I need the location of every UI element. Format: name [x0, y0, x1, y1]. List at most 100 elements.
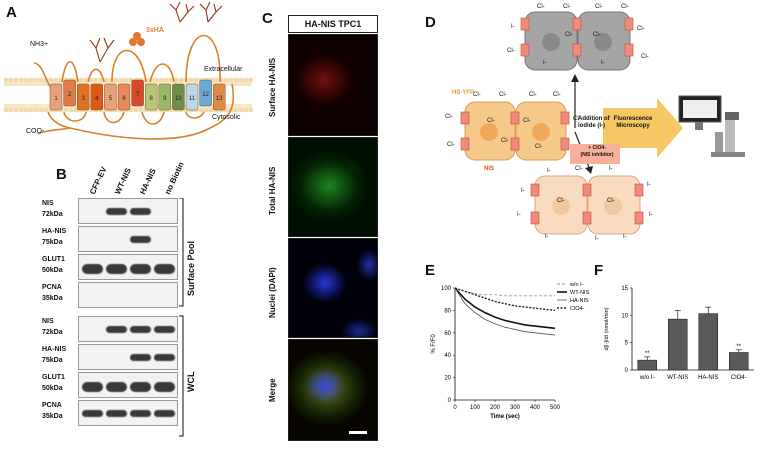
ion-label: I-	[545, 234, 549, 240]
micrograph-row-label: Nuclei (DAPI)	[268, 267, 277, 318]
tm-segment-label: 3	[82, 96, 86, 102]
blot-group-brackets	[179, 198, 184, 437]
surface-row-kda: 50kDa	[42, 267, 63, 274]
x-axis-label: Time (sec)	[490, 414, 520, 420]
ion-label: Cl-	[557, 198, 565, 204]
ion-label: Cl-	[637, 26, 645, 32]
blot-band	[130, 354, 151, 361]
tm-segment-label: 5	[109, 96, 113, 102]
blot-band	[154, 382, 175, 392]
cells-inhibited	[534, 175, 641, 235]
y-tick-label: 20	[444, 376, 451, 382]
surface-pool-label: Surface Pool	[186, 240, 196, 296]
ion-label: I-	[609, 166, 613, 172]
surface-blot-strip	[78, 282, 178, 308]
y-tick-label: 80	[444, 308, 451, 314]
ion-label: I-	[601, 60, 605, 66]
wcl-blot-strip	[78, 372, 178, 398]
tm-segment	[185, 83, 199, 111]
surface-row-name: GLUT1	[42, 256, 65, 263]
blot-band	[130, 410, 151, 417]
ion-label: Cl-	[553, 92, 561, 98]
ion-label: Cl-	[487, 118, 495, 124]
blot-band	[106, 208, 127, 215]
tm-segment	[90, 83, 104, 111]
bar	[698, 313, 719, 371]
significance-label: **	[645, 351, 650, 357]
ion-label: Cl-	[565, 32, 573, 38]
wcl-blot-strip	[78, 400, 178, 426]
category-label: WT-NIS	[667, 375, 688, 381]
blot-band	[130, 264, 151, 274]
bar	[728, 352, 749, 371]
c-terminus-label: COO-	[26, 128, 45, 135]
wcl-row-kda: 72kDa	[42, 329, 63, 336]
wcl-row-kda: 35kDa	[42, 413, 63, 420]
micrograph-merge	[288, 339, 378, 441]
blot-band	[82, 264, 103, 274]
ion-label: Cl-	[607, 198, 615, 204]
blot-band	[154, 326, 175, 333]
ion-label: Cl-	[595, 4, 603, 10]
scale-bar	[349, 431, 367, 434]
clo4-inhibitor-box	[570, 144, 620, 164]
panel-d-schematic: Cl- Cl- Cl- Cl- I- Cl- Cl- Cl- I- I- Cl- Cl- Cl- Cl- C…	[445, 4, 745, 242]
ion-label: Cl-	[507, 48, 515, 54]
blot-band	[82, 382, 103, 392]
bar	[637, 359, 658, 371]
y-tick-label: 40	[444, 353, 451, 359]
x-tick-label: 400	[530, 405, 541, 411]
panel-f-label: F	[594, 262, 604, 279]
ion-label: Cl-	[473, 92, 481, 98]
ion-label: Cl-	[447, 142, 455, 148]
series-line	[454, 287, 556, 336]
wcl-row-name: HA-NIS	[42, 346, 67, 353]
ion-label: I-	[543, 60, 547, 66]
panel-d-label: D	[425, 14, 436, 31]
tm-segment-label: 13	[216, 96, 223, 102]
panel-e-label: E	[425, 262, 436, 279]
protein-loops	[33, 34, 235, 140]
tm-segment-label: 10	[175, 96, 182, 102]
tm-segment-label: 9	[163, 96, 167, 102]
ion-label: Cl-	[573, 116, 581, 122]
panel-c-label: C	[262, 10, 273, 27]
ha-tag-icon	[129, 32, 145, 46]
ion-label: I-	[649, 212, 653, 218]
glycosylation-branches	[89, 1, 223, 63]
significance-label: **	[736, 344, 741, 350]
blot-band	[82, 410, 103, 417]
surface-row-kda: 72kDa	[42, 211, 63, 218]
blot-band	[106, 410, 127, 417]
wcl-label: WCL	[186, 371, 196, 393]
ion-label: Cl-	[621, 4, 629, 10]
n-terminus-label: NH3+	[30, 41, 49, 48]
ion-label: Cl-	[641, 54, 649, 60]
tm-segment	[144, 83, 158, 111]
blot-band	[130, 382, 151, 392]
category-label: HA-NIS	[698, 375, 718, 381]
ion-label: Cl-	[537, 4, 545, 10]
y-tick-label: 60	[444, 331, 451, 337]
y-tick-label: 15	[621, 286, 628, 292]
tm-segment-label: 12	[202, 92, 209, 98]
fluorescence-microscopy-label: Fluorescence Microscopy	[613, 116, 653, 129]
y-axis-label: d[I-]/dt (nmol/min)	[604, 307, 610, 350]
ion-label: I-	[521, 188, 525, 194]
legend-label: WT-NIS	[570, 290, 590, 296]
blot-band	[130, 236, 151, 243]
ion-label: Cl-	[445, 114, 453, 120]
tm-segment-label: 8	[150, 96, 154, 102]
ion-label: Cl-	[563, 4, 571, 10]
ion-label: Cl-	[593, 32, 601, 38]
y-tick-label: 5	[625, 341, 629, 347]
ion-label: Cl-	[529, 92, 537, 98]
extracellular-label: Extracellular	[204, 66, 243, 73]
wcl-row-name: PCNA	[42, 402, 62, 409]
wcl-row-name: GLUT1	[42, 374, 65, 381]
micrograph-row-label: Merge	[268, 377, 277, 402]
